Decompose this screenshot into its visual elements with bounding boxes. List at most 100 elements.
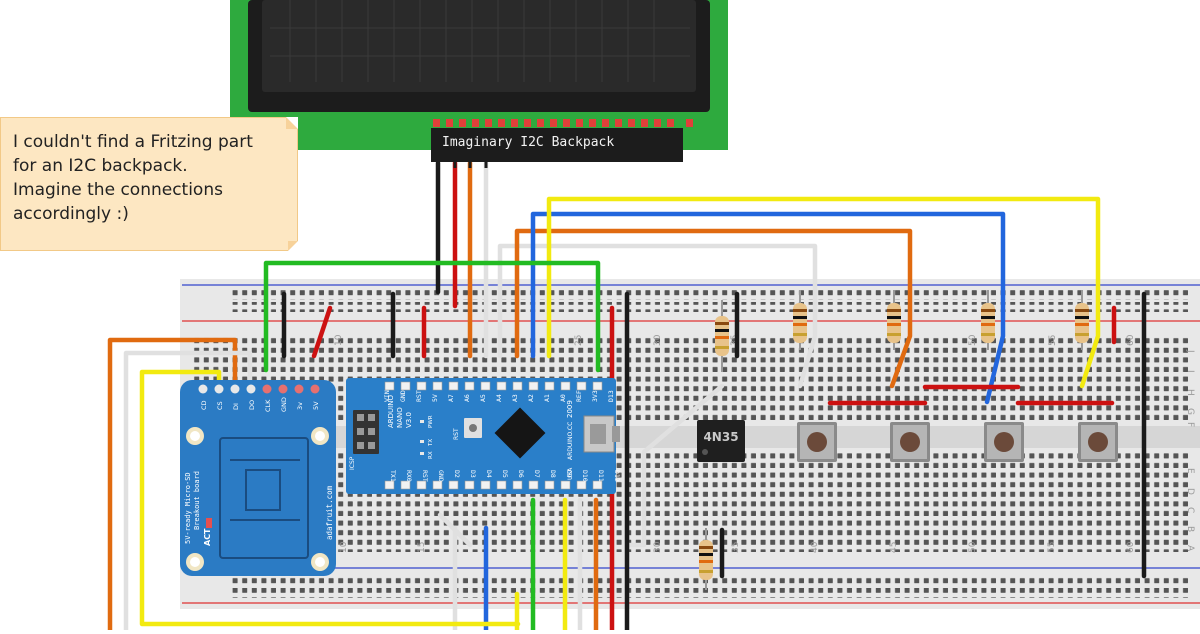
icsp-label: ICSP [349,456,356,470]
wire-orange [107,337,238,633]
row-letter-bottom: D [1185,488,1195,495]
led-label: TX [428,439,434,447]
wire-orange [514,228,913,389]
breadboard: J I H G F E D C B A 10 25 30 35 50 55 60… [180,279,1200,609]
usb-port[interactable] [583,415,620,453]
column-number: 45 [889,542,899,553]
optocoupler-4n35: 4N35 [697,420,745,462]
note-line: for an I2C backpack. [13,156,188,176]
row-letter-bottom: A [1185,545,1195,552]
resistor [1075,290,1089,350]
pin-label: A4 [495,394,503,402]
pin-label: 5V [431,394,439,402]
resistor [981,290,995,350]
arduino-nano: VIN GND RST 5V A7 A6 A5 A4 A3 A2 A1 A0 R… [346,378,621,494]
pin-label: GND [399,390,407,402]
column-number: 55 [1048,335,1058,346]
sd-pin-label: CLK [264,399,272,412]
resistors [699,290,1089,590]
pin-label: D2 [453,470,461,478]
column-number: 55 [1047,542,1057,553]
column-number: 30 [653,334,663,346]
pin-label: D4 [485,470,493,478]
column-number: 50 [968,334,978,346]
row-letter-top: G [1185,408,1195,415]
pin-label: RST [421,470,429,482]
wire-white [123,350,253,633]
pushbutton[interactable] [1078,422,1118,462]
board-year: 2009 [566,400,574,418]
sd-pin-label: 5V [312,401,320,410]
column-number: 60 [1126,541,1136,553]
sd-pin-label: CD [200,400,208,410]
pushbutton[interactable] [984,422,1024,462]
column-number: 50 [968,541,978,553]
sd-breakout: CD CS DI DO CLK GND 3v 5V ACT 5V-ready M… [180,380,336,576]
resistor [793,290,807,350]
pushbutton[interactable] [890,422,930,462]
status-leds: PWR TX RX [420,415,434,459]
board-country: USA [567,467,574,480]
note-text: I couldn't find a Fritzing part for an I… [13,130,293,226]
resistor [699,528,713,590]
pin-label: VIN [383,390,391,402]
pin-label: TX1 [389,470,397,482]
pin-label: D7 [533,470,541,478]
wire-white [437,512,473,548]
pin-label: D13 [607,390,615,402]
backpack-label: Imaginary I2C Backpack [442,135,614,150]
column-number: 10 [339,541,349,553]
column-number: 40 [810,541,820,553]
rst-label: RST [453,428,460,440]
board-name: ARDUINO [387,395,395,428]
board-name: V3.0 [405,412,413,428]
note-corner [286,117,298,129]
pin-label: D12 [613,470,621,482]
column-number: 30 [653,541,663,553]
reset-button[interactable]: RST [453,418,482,440]
pushbutton[interactable] [797,422,837,462]
pin-label: A3 [511,394,519,402]
resistor [887,290,901,350]
sd-pin-label: CS [216,401,224,410]
wire-yellow [546,196,1101,389]
pin-label: GND [437,470,445,482]
act-led [206,518,212,528]
pin-label: A1 [543,394,551,402]
sd-pin-label: GND [280,397,288,412]
sd-pin-label: 3v [296,402,304,410]
row-letter-top: F [1185,422,1195,427]
pin-label: D9 [565,470,573,478]
icsp-header: ICSP [349,410,379,470]
pin-label: RST [415,390,423,402]
note-line: Imagine the connections [13,180,223,200]
wire-green [263,260,601,373]
sd-card-slot [219,437,309,559]
resistor [715,300,729,372]
row-letter-top: J [1185,349,1195,353]
pin-label: RX0 [405,470,413,482]
row-letter-top: I [1185,370,1195,373]
column-number: 35 [731,542,741,553]
sd-pin-label: DI [232,403,240,410]
wire-yellow [139,369,521,627]
column-number: 25 [574,335,584,346]
pin-label: D11 [597,470,605,482]
note-line: I couldn't find a Fritzing part [13,132,253,152]
pin-label: A7 [447,394,455,402]
sd-name-line2: Breakout board [193,471,201,530]
sd-brand: adafruit.com [325,485,334,540]
column-number: 60 [1126,334,1136,346]
optocoupler-label: 4N35 [703,430,738,444]
pin-label: A6 [463,394,471,402]
column-number: 10 [334,334,344,346]
column-number: 15 [417,542,427,553]
led-label: PWR [428,415,434,428]
sd-pin-headers [198,384,320,394]
pin-label: A0 [559,394,567,402]
wire-white [497,243,818,389]
pin-label: D10 [581,470,589,482]
wire-white [625,383,725,548]
